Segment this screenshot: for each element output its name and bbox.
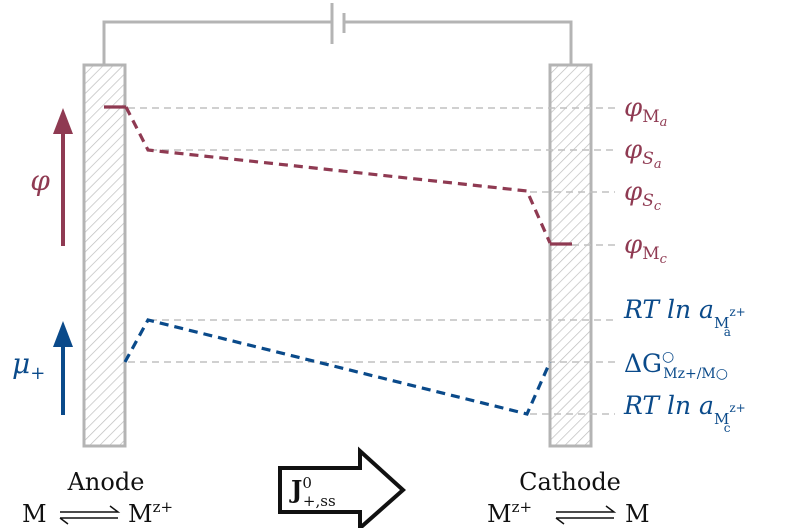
cathode-electrode [548, 63, 593, 448]
anode-equilibrium-arrows [59, 505, 121, 525]
label-rtln-a-cathode: RT ln aMz+c [623, 391, 746, 435]
anode-product: Mz+ [128, 498, 173, 528]
phi-arrow-head [53, 108, 73, 134]
flux-label: J0+,ss [289, 474, 336, 510]
chemical-potential-profile [123, 318, 552, 416]
mu-subscript: + [30, 363, 45, 384]
label-phi-sa: φSa [624, 135, 662, 172]
mu-symbol: μ [12, 347, 30, 380]
label-rtln-a-anode: RT ln aMz+a [623, 295, 746, 339]
mu-axis-label: μ+ [12, 347, 45, 384]
label-delta-g: ΔG○Mz+/M○ [624, 349, 728, 382]
cathode-title: Cathode [519, 468, 621, 496]
mu-arrow-head [53, 321, 73, 347]
flux-arrow [278, 446, 406, 528]
phi-axis-label: φ [30, 164, 50, 197]
anode-reactant: M [22, 500, 47, 528]
anode-title: Anode [67, 468, 145, 496]
cathode-equilibrium-arrows [555, 505, 617, 525]
anode-electrode [82, 63, 127, 448]
circuit-wire [102, 20, 573, 65]
chemical-labels: RT ln aMz+a ΔG○Mz+/M○ RT ln aMz+c [623, 295, 746, 435]
label-phi-ma: φMa [624, 93, 667, 130]
cathode-product: M [625, 500, 650, 528]
label-phi-sc: φSc [624, 177, 662, 214]
guide-lines [128, 107, 615, 415]
label-phi-mc: φMc [624, 230, 668, 267]
cathode-reactant: Mz+ [487, 498, 532, 528]
potential-profile [124, 106, 552, 244]
potential-labels: φMa φSa φSc φMc [624, 93, 668, 267]
